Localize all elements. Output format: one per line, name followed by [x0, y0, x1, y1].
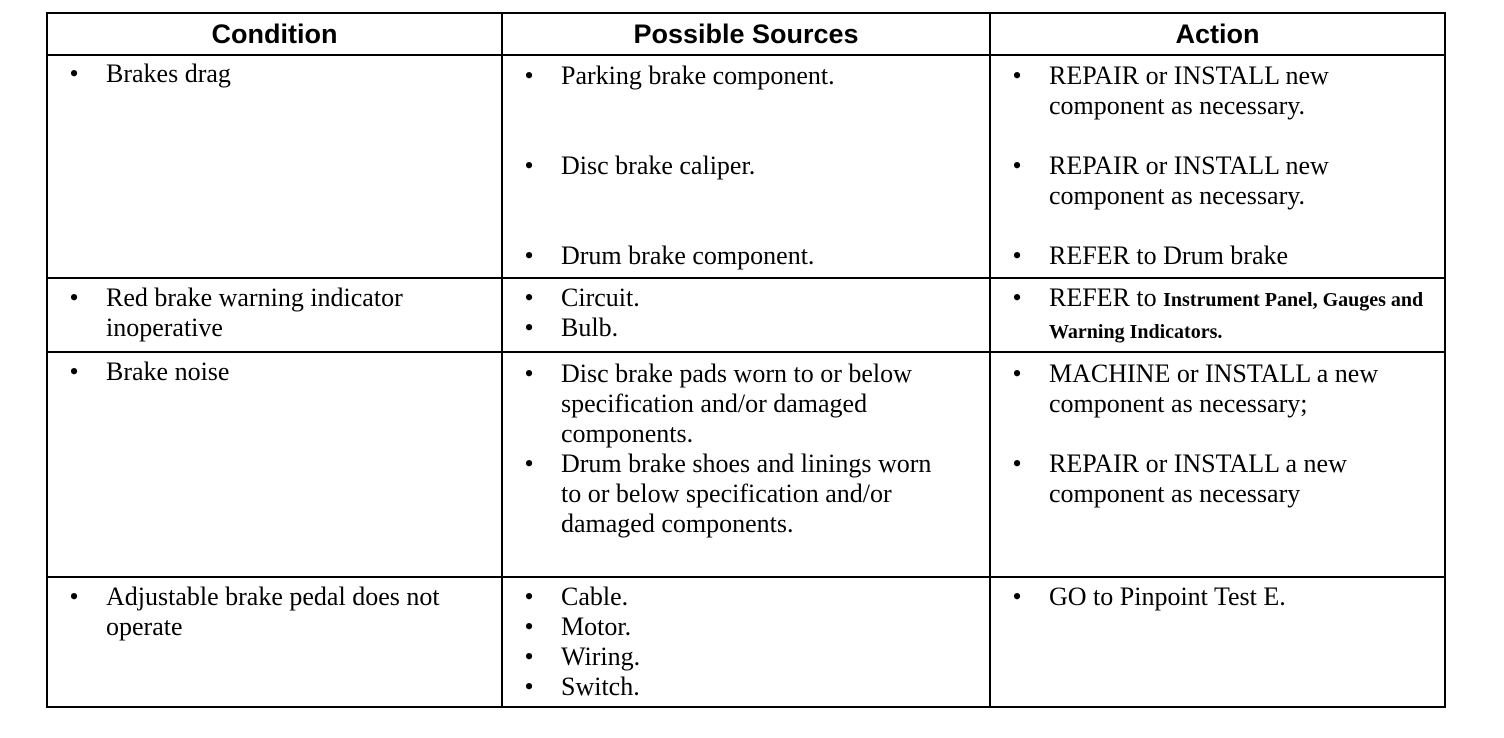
action-item: • MACHINE or INSTALL a new component as … [1001, 359, 1432, 419]
action-text: GO to Pinpoint Test E. [1049, 582, 1286, 611]
condition-cell: • Brakes drag [46, 54, 503, 279]
source-text: Drum brake component. [561, 241, 815, 270]
condition-item: • Adjustable brake pedal does not operat… [58, 582, 489, 642]
bullet-icon: • [524, 642, 534, 671]
bullet-icon: • [1012, 359, 1022, 388]
source-text: Disc brake caliper. [561, 151, 756, 180]
action-cell: • REFER to Instrument Panel, Gauges and … [989, 277, 1446, 353]
bullet-icon: • [1012, 241, 1022, 270]
bullet-icon: • [1012, 582, 1022, 611]
table-row: • Red brake warning indicator inoperativ… [46, 277, 1446, 353]
source-text: Circuit. [561, 283, 640, 312]
source-text: Bulb. [561, 313, 619, 342]
header-possible-sources: Possible Sources [501, 12, 991, 56]
source-item: • Bulb. [513, 313, 977, 343]
bullet-icon: • [524, 313, 534, 342]
bullet-icon: • [524, 449, 534, 478]
bullet-icon: • [524, 359, 534, 388]
bullet-icon: • [69, 59, 79, 88]
sources-cell: • Cable. • Motor. • Wiring. • Switch. [501, 576, 991, 708]
source-text: Disc brake pads worn to or below specifi… [561, 359, 912, 448]
condition-item: • Brakes drag [58, 59, 489, 89]
condition-text: Red brake warning indicator inoperative [106, 283, 403, 342]
source-item: • Motor. [513, 612, 977, 642]
action-cell: • REPAIR or INSTALL new component as nec… [989, 54, 1446, 279]
source-item: • Drum brake component. [513, 241, 977, 271]
action-text: MACHINE or INSTALL a new component as ne… [1049, 359, 1379, 418]
source-item: • Wiring. [513, 642, 977, 672]
bullet-icon: • [524, 582, 534, 611]
sources-cell: • Disc brake pads worn to or below speci… [501, 351, 991, 578]
action-cell: • MACHINE or INSTALL a new component as … [989, 351, 1446, 578]
header-condition: Condition [46, 12, 503, 56]
action-item: • REFER to Instrument Panel, Gauges and … [1001, 283, 1432, 347]
bullet-icon: • [524, 241, 534, 270]
source-text: Motor. [561, 612, 632, 641]
action-item: • REPAIR or INSTALL new component as nec… [1001, 61, 1432, 121]
bullet-icon: • [524, 283, 534, 312]
sources-cell: • Circuit. • Bulb. [501, 277, 991, 353]
source-item: • Drum brake shoes and linings worn to o… [513, 449, 977, 539]
action-text: REPAIR or INSTALL a new component as nec… [1049, 449, 1347, 508]
diagnosis-table: Condition Possible Sources Action • Brak… [46, 12, 1446, 708]
header-action: Action [989, 12, 1446, 56]
bullet-icon: • [524, 672, 534, 701]
bullet-icon: • [1012, 283, 1022, 312]
action-item: • REPAIR or INSTALL a new component as n… [1001, 449, 1432, 509]
condition-item: • Brake noise [58, 357, 489, 387]
source-item: • Disc brake caliper. [513, 151, 977, 181]
bullet-icon: • [524, 61, 534, 90]
action-reference-text: Instrument Panel, Gauges and Warning Ind… [1049, 289, 1424, 343]
source-item: • Cable. [513, 582, 977, 612]
condition-text: Adjustable brake pedal does not operate [106, 582, 440, 641]
bullet-icon: • [1012, 449, 1022, 478]
action-cell: • GO to Pinpoint Test E. [989, 576, 1446, 708]
condition-item: • Red brake warning indicator inoperativ… [58, 283, 489, 343]
source-text: Parking brake component. [561, 61, 835, 90]
bullet-icon: • [69, 582, 79, 611]
source-item: • Parking brake component. [513, 61, 977, 91]
source-item: • Disc brake pads worn to or below speci… [513, 359, 977, 449]
bullet-icon: • [1012, 61, 1022, 90]
bullet-icon: • [1012, 151, 1022, 180]
action-text: REFER to Drum brake [1049, 241, 1289, 270]
table-row: • Brakes drag • Parking brake component.… [46, 54, 1446, 279]
condition-cell: • Adjustable brake pedal does not operat… [46, 576, 503, 708]
condition-cell: • Brake noise [46, 351, 503, 578]
table-row: • Adjustable brake pedal does not operat… [46, 576, 1446, 708]
action-item: • REFER to Drum brake [1001, 241, 1432, 271]
bullet-icon: • [524, 151, 534, 180]
action-item: • GO to Pinpoint Test E. [1001, 582, 1432, 612]
source-text: Drum brake shoes and linings worn to or … [561, 449, 932, 538]
action-lead-text: REFER to [1049, 283, 1157, 312]
bullet-icon: • [69, 283, 79, 312]
table-row: • Brake noise • Disc brake pads worn to … [46, 351, 1446, 578]
source-text: Switch. [561, 672, 640, 701]
sources-cell: • Parking brake component. • Disc brake … [501, 54, 991, 279]
source-text: Cable. [561, 582, 629, 611]
action-item: • REPAIR or INSTALL new component as nec… [1001, 151, 1432, 211]
condition-text: Brakes drag [106, 59, 231, 88]
action-text: REPAIR or INSTALL new component as neces… [1049, 151, 1329, 210]
source-item: • Circuit. [513, 283, 977, 313]
condition-text: Brake noise [106, 357, 230, 386]
source-text: Wiring. [561, 642, 641, 671]
bullet-icon: • [524, 612, 534, 641]
header-row: Condition Possible Sources Action [46, 12, 1446, 56]
bullet-icon: • [69, 357, 79, 386]
action-text: REPAIR or INSTALL new component as neces… [1049, 61, 1329, 120]
condition-cell: • Red brake warning indicator inoperativ… [46, 277, 503, 353]
source-item: • Switch. [513, 672, 977, 702]
